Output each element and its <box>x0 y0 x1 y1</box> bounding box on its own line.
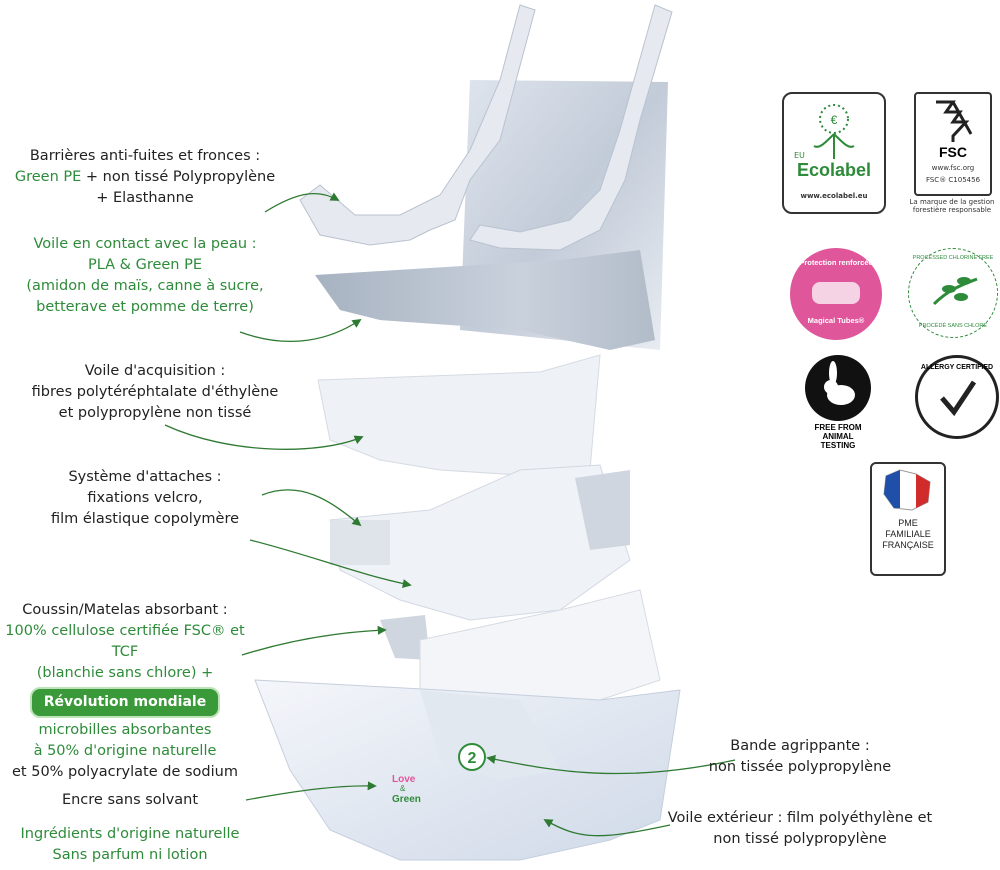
skin-veil-layer <box>315 250 655 350</box>
arrow-grip <box>486 754 736 775</box>
magical-tubes-badge: Protection renforcée Magical Tubes® <box>790 248 882 340</box>
fsc-code: FSC® C105456 <box>925 176 981 184</box>
label-outer-line2: non tissé polypropylène <box>713 831 887 847</box>
size-number-badge <box>458 743 486 771</box>
label-grip-line2: non tissée polypropylène <box>708 759 892 775</box>
animal-line1: FREE FROM <box>814 423 862 432</box>
size-number: 2 <box>468 750 477 767</box>
pme-badge: PME FAMILIALE FRANÇAISE <box>870 462 946 576</box>
fastening-layer <box>329 464 631 621</box>
chlorine-free-badge: PROCESSED CHLORINE FREE PROCÉDÉ SANS CHL… <box>908 248 998 338</box>
cruelty-free-badge: FREE FROM ANIMAL TESTING <box>795 355 885 455</box>
label-fastening: Système d'attaches : fixations velcro, f… <box>0 467 290 530</box>
label-barrier-line1: Barrières anti-fuites et fronces : <box>29 148 261 164</box>
label-barrier-line2: Green PE + non tissé Polypropylène <box>0 167 290 188</box>
label-barrier-line3: + Elasthanne <box>96 190 194 206</box>
arrow-skin <box>239 318 362 342</box>
acquisition-layer <box>317 354 601 476</box>
magical-top-text: Protection renforcée <box>799 258 873 267</box>
leaf-icon <box>932 277 978 306</box>
ecolabel-badge: € EU Ecolabel www.ecolabel.eu <box>782 92 886 214</box>
pme-line2: FAMILIALE <box>885 529 931 539</box>
label-skin-line2: PLA & Green PE <box>87 257 203 273</box>
label-fastening-line3: film élastique copolymère <box>50 511 240 527</box>
chlorine-bottom-text: PROCÉDÉ SANS CHLORE <box>918 323 988 329</box>
label-outer-line1: Voile extérieur : film polyéthylène et <box>667 810 933 826</box>
love-green-logo-amp: & <box>400 784 406 793</box>
label-skin-line1: Voile en contact avec la peau : <box>33 236 257 252</box>
label-natural-line2: Sans parfum ni lotion <box>52 847 208 863</box>
label-absorbent: Coussin/Matelas absorbant : 100% cellulo… <box>0 600 250 783</box>
label-absorbent-line4: microbilles absorbantes <box>38 722 212 738</box>
label-grip: Bande agrippante : non tissée polypropyl… <box>690 736 910 778</box>
label-skin-line3: (amidon de maïs, canne à sucre, <box>26 278 264 294</box>
allergy-certified-badge: ALLERGY CERTIFIED <box>915 355 999 439</box>
label-skin-veil: Voile en contact avec la peau : PLA & Gr… <box>10 234 280 318</box>
ecolabel-name: Ecolabel <box>796 160 872 180</box>
love-green-logo-line1: Love <box>392 774 416 785</box>
animal-line2: ANIMAL <box>822 432 854 441</box>
label-absorbent-line3: (blanchie sans chlore) + <box>36 665 214 681</box>
label-barrier-green: Green PE <box>14 169 82 185</box>
fsc-tree-icon <box>936 100 973 142</box>
svg-text:€: € <box>831 113 838 127</box>
arrow-acquisition <box>164 424 364 450</box>
label-acquisition-line1: Voile d'acquisition : <box>84 363 226 379</box>
checkmark-icon <box>940 380 977 417</box>
label-acquisition-line2: fibres polytéréphtalate d'éthylène <box>31 384 279 400</box>
magical-bottom-text: Magical Tubes® <box>807 316 865 325</box>
label-acquisition: Voile d'acquisition : fibres polytérépht… <box>0 361 310 424</box>
pme-line1: PME <box>898 518 918 528</box>
fsc-url: www.fsc.org <box>931 164 975 172</box>
label-fastening-line1: Système d'attaches : <box>68 469 222 485</box>
arrow-barrier <box>264 192 340 213</box>
label-grip-line1: Bande agrippante : <box>730 738 870 754</box>
pme-line3: FRANÇAISE <box>882 540 934 550</box>
label-ink-line1: Encre sans solvant <box>61 792 199 808</box>
arrow-fastening-1 <box>261 489 362 527</box>
arrow-fastening-2 <box>249 539 412 589</box>
chlorine-top-text: PROCESSED CHLORINE FREE <box>912 255 994 261</box>
france-map-icon <box>883 469 931 511</box>
label-acquisition-line3: et polypropylène non tissé <box>58 405 252 421</box>
magical-diaper-icon <box>812 282 860 304</box>
label-absorbent-line5: à 50% d'origine naturelle <box>33 743 217 759</box>
outer-layer: 2 Love & Green <box>254 679 681 861</box>
revolution-badge: Révolution mondiale <box>29 687 221 718</box>
label-barrier: Barrières anti-fuites et fronces : Green… <box>0 146 290 209</box>
label-fastening-line2: fixations velcro, <box>87 490 203 506</box>
love-green-logo-line2: Green <box>392 794 421 805</box>
label-absorbent-line6: et 50% polyacrylate de sodium <box>12 764 238 780</box>
allergy-text: ALLERGY CERTIFIED <box>920 364 994 371</box>
fsc-name: FSC <box>939 144 967 160</box>
fsc-caption: La marque de la gestion forestière respo… <box>909 198 995 214</box>
label-natural-line1: Ingrédients d'origine naturelle <box>20 826 240 842</box>
label-ink: Encre sans solvant <box>20 790 240 811</box>
fsc-badge: FSC www.fsc.org FSC® C105456 <box>914 92 992 196</box>
absorbent-layer <box>380 589 661 701</box>
label-skin-line4: betterave et pomme de terre) <box>36 299 254 315</box>
label-barrier-rest: + non tissé Polypropylène <box>81 169 276 185</box>
ecolabel-flower-icon: € <box>813 104 855 159</box>
label-outer: Voile extérieur : film polyéthylène et n… <box>650 808 950 850</box>
label-natural: Ingrédients d'origine naturelle Sans par… <box>0 824 260 866</box>
arrow-ink <box>245 781 377 801</box>
arrow-outer <box>543 819 671 837</box>
arrow-absorbent <box>241 625 387 656</box>
label-absorbent-line1: Coussin/Matelas absorbant : <box>22 602 228 618</box>
ecolabel-eu-text: EU <box>794 151 805 160</box>
ecolabel-url: www.ecolabel.eu <box>800 192 868 200</box>
animal-line3: TESTING <box>820 441 856 450</box>
pointer-arrows <box>164 192 736 837</box>
rabbit-icon <box>805 355 871 421</box>
label-absorbent-line2: 100% cellulose certifiée FSC® et TCF <box>5 623 245 660</box>
